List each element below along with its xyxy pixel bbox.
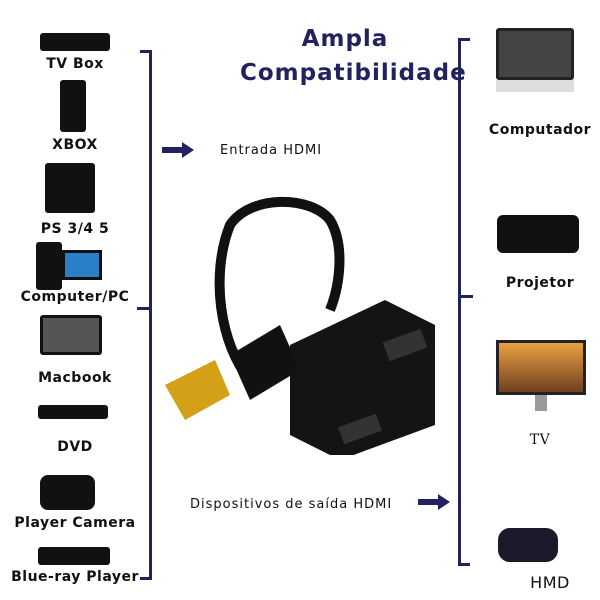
output-label: Dispositivos de saída HDMI <box>190 497 393 512</box>
output-hmd: HMD <box>530 573 570 592</box>
playstation-icon <box>45 163 95 213</box>
output-projetor: Projetor <box>505 275 575 291</box>
camera-icon <box>40 475 95 510</box>
title-line2: Compatibilidade <box>240 60 467 86</box>
source-blu-ray-player: Blue-ray Player <box>11 569 139 585</box>
source-ps: PS 3/4 5 <box>40 221 110 237</box>
source-dvd: DVD <box>57 439 93 455</box>
title-line1: Ampla <box>301 26 389 52</box>
tv-box-icon <box>40 33 110 51</box>
imac-chin <box>496 80 574 92</box>
left-bracket <box>140 50 152 580</box>
source-xbox: XBOX <box>52 137 98 153</box>
right-bracket <box>458 38 470 566</box>
monitor-icon <box>62 250 102 280</box>
blu-ray-player-icon <box>38 547 110 565</box>
source-player-camera: Player Camera <box>14 515 136 531</box>
tv-stand <box>535 395 547 411</box>
xbox-icon <box>60 80 86 132</box>
output-arrow-icon <box>418 494 450 510</box>
tv-icon <box>496 340 586 395</box>
hdmi-splitter-cable-image <box>165 196 435 455</box>
source-tv-box: TV Box <box>46 56 104 72</box>
left-bracket-tick <box>137 307 152 310</box>
output-computador: Computador <box>488 122 592 138</box>
vr-headset-icon <box>498 528 558 562</box>
right-bracket-tick <box>458 295 473 298</box>
source-macbook: Macbook <box>38 370 112 386</box>
projector-icon <box>497 215 579 253</box>
pc-tower-icon <box>36 242 62 290</box>
imac-icon <box>496 28 574 80</box>
laptop-icon <box>40 315 102 355</box>
input-label: Entrada HDMI <box>220 143 323 158</box>
output-tv: TV <box>529 432 551 448</box>
source-computer-pc: Computer/PC <box>20 289 130 305</box>
input-arrow-icon <box>162 142 194 158</box>
dvd-player-icon <box>38 405 108 419</box>
